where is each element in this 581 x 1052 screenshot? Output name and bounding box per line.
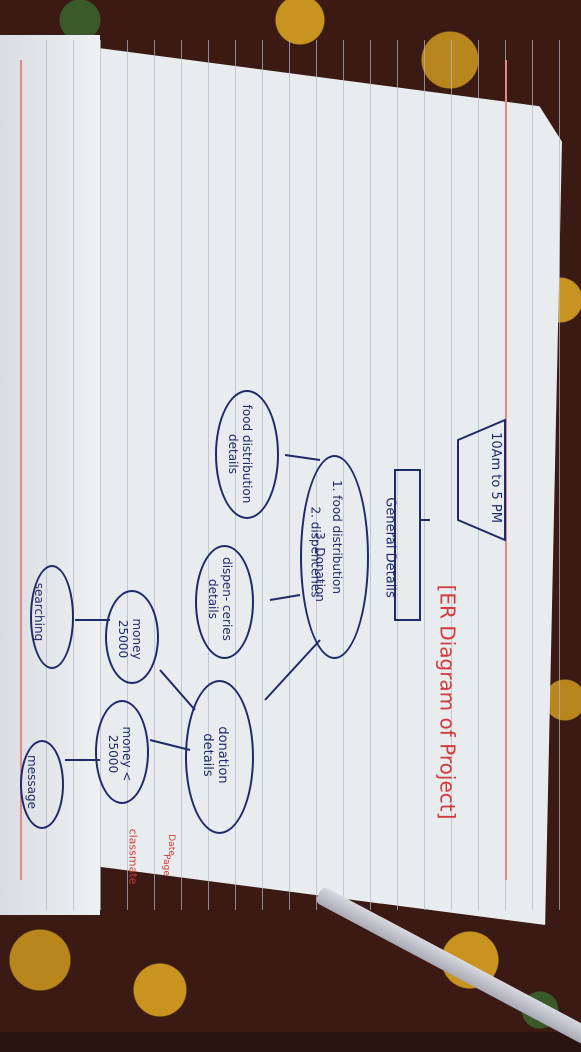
money1-ellipse [105, 590, 159, 684]
general-details: General Details [382, 497, 398, 598]
money2-ellipse [95, 700, 149, 804]
searching: searching [32, 582, 47, 642]
donation-ellipse [185, 680, 254, 834]
general-ellipse [300, 455, 369, 659]
money-1: money 25000 [116, 618, 144, 660]
disp-details: dispen- ceries details [206, 557, 234, 641]
brand-logo: classmate [126, 828, 140, 885]
page-label: Page [160, 854, 171, 876]
donation-details: donation details [200, 726, 230, 784]
list-item-1: 1. food distribution [330, 480, 344, 594]
food-details: food distribution details [226, 404, 254, 504]
message: message [24, 755, 39, 809]
searching-ellipse [30, 565, 74, 669]
message-ellipse [20, 740, 64, 829]
money-2: money < 25000 [106, 726, 134, 782]
date-label: Date [165, 834, 176, 856]
disp-ellipse [195, 545, 254, 659]
list-item-3: 3. Donation [312, 532, 327, 602]
food-ellipse [215, 390, 279, 519]
left-margin-line [20, 60, 22, 880]
